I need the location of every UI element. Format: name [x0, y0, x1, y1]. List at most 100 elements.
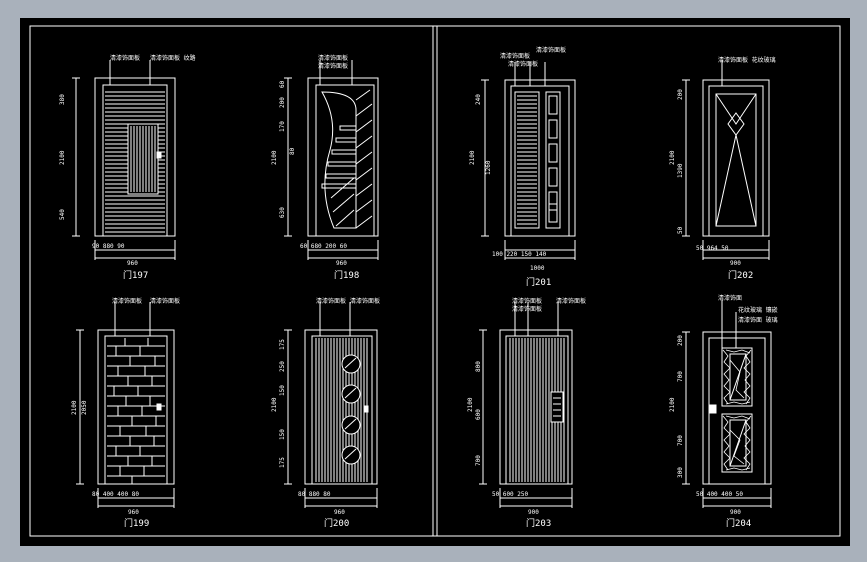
door-203-note-1: 清漆饰面板: [512, 297, 542, 305]
door-199-dim-bottom: 80 400 400 80: [92, 491, 139, 498]
door-202-note-1: 清漆饰面板 花纹玻璃: [718, 56, 776, 64]
door-201-note-2: 清漆饰面板: [536, 46, 566, 54]
door-198-text: 清漆饰面板 清漆饰面板 60 680 200 60 960 60 200 170…: [271, 54, 359, 281]
door-204-dim-left-4: 700: [677, 435, 684, 446]
door-200-note-1: 清漆饰面板: [316, 297, 346, 305]
door-198-elevation: [284, 60, 379, 260]
door-200-dim-total: 960: [334, 509, 345, 516]
door-200-dim-left-2: 250: [279, 361, 286, 372]
door-198-note-2: 清漆饰面板: [318, 62, 348, 70]
door-204-dim-bottom: 50 400 400 50: [696, 491, 743, 498]
door-199-note-2: 清漆饰面板: [150, 297, 180, 305]
door-199-dim-total: 960: [128, 509, 139, 516]
door-202-dim-left-3: 2100: [669, 150, 676, 165]
door-197-elevation: [72, 60, 176, 260]
door-201-dim-left-2: 1260: [485, 160, 492, 175]
door-197-note-1: 清漆饰面板: [110, 54, 140, 62]
door-198-dim-left-4: 80: [289, 147, 296, 155]
door-197-text: 清漆饰面板 清漆饰面板 纹路 90 880 90 960 380 2100 54…: [59, 54, 196, 281]
door-198-dim-left-2: 200: [279, 97, 286, 108]
door-197-label: 门197: [123, 269, 148, 281]
door-199-dim-left-1: 2100: [71, 400, 78, 415]
door-197-dim-left-1: 380: [59, 94, 66, 105]
door-204-label: 门204: [726, 517, 751, 529]
door-197-dim-left-3: 540: [59, 209, 66, 220]
door-203-dim-left-2: 2100: [467, 397, 474, 412]
door-204-dim-left-1: 200: [677, 335, 684, 346]
door-204-text: 清漆饰面 花纹玻璃 镶嵌 清漆饰面 玻璃 50 400 400 50 900 2…: [669, 294, 778, 529]
door-202-dim-total: 900: [730, 260, 741, 267]
door-203-label: 门203: [526, 517, 551, 529]
door-203-text: 清漆饰面板 清漆饰面板 清漆饰面板 50 600 250 900 800 210…: [467, 297, 586, 529]
door-204-dim-left-5: 300: [677, 467, 684, 478]
door-199-label: 门199: [124, 517, 149, 529]
door-201-elevation: [481, 62, 576, 260]
door-198-dim-left-3: 170: [279, 121, 286, 132]
door-203-elevation: [479, 302, 573, 508]
door-201-text: 清漆饰面板 清漆饰面板 清漆饰面板 100 220 150 140 1000 2…: [469, 46, 566, 288]
door-200-dim-left-3: 150: [279, 385, 286, 396]
door-197-dim-bottom: 90 880 90: [92, 243, 125, 250]
door-204-dim-left-2: 700: [677, 371, 684, 382]
door-202-label: 门202: [728, 269, 753, 281]
door-198-note-1: 清漆饰面板: [318, 54, 348, 62]
door-200-window-hatch: [344, 357, 357, 460]
door-198-hatch: [330, 89, 373, 229]
door-200-dim-left-1: 175: [279, 339, 286, 350]
door-197-note-2: 清漆饰面板 纹路: [150, 54, 196, 62]
door-200-dim-left-5: 150: [279, 429, 286, 440]
door-197-dim-left-2: 2100: [59, 150, 66, 165]
door-202-dim-left-2: 1390: [677, 163, 684, 178]
door-200-elevation: [284, 302, 378, 508]
door-203-note-2: 清漆饰面板: [512, 305, 542, 313]
drawing-border: [29, 25, 841, 537]
door-204-note-1: 清漆饰面: [718, 294, 742, 302]
door-198-dim-bottom: 60 680 200 60: [300, 243, 347, 250]
door-201-dim-total: 1000: [530, 265, 545, 272]
door-198-dim-left-5: 2100: [271, 150, 278, 165]
door-198-label: 门198: [334, 269, 359, 281]
door-200-note-2: 清漆饰面板: [350, 297, 380, 305]
door-201-dim-left-1: 240: [475, 94, 482, 105]
door-202-elevation: [682, 60, 770, 260]
door-197-vertical-slats: [130, 126, 156, 192]
model-space-background: [20, 18, 850, 546]
door-204-dim-total: 900: [730, 509, 741, 516]
door-204-note-3: 清漆饰面 玻璃: [738, 316, 778, 324]
door-200-label: 门200: [324, 517, 349, 529]
door-204-glass-mosaic: [722, 349, 752, 471]
door-201-note-3: 清漆饰面板: [508, 60, 538, 68]
door-204-dim-left-3: 2100: [669, 397, 676, 412]
door-201-label: 门201: [526, 276, 551, 288]
door-200-text: 清漆饰面板 清漆饰面板 80 880 80 960 175 250 150 21…: [271, 297, 380, 529]
door-203-dim-left-4: 700: [475, 455, 482, 466]
door-202-dim-left-1: 200: [677, 89, 684, 100]
door-202-text: 清漆饰面板 花纹玻璃 50 964 50 900 200 1390 2100 5…: [669, 56, 776, 281]
door-201-louvers: [517, 95, 537, 225]
door-203-vertical-grooves: [509, 338, 565, 482]
door-201-dim-bottom: 100 220 150 140: [492, 251, 547, 258]
door-202-dim-bottom: 50 964 50: [696, 245, 729, 252]
door-199-brick-pattern: [107, 338, 165, 484]
door-200-dim-left-4: 2100: [271, 397, 278, 412]
door-202-dim-left-4: 50: [677, 226, 684, 234]
door-203-dim-total: 900: [528, 509, 539, 516]
door-199-dim-left-2: 2050: [81, 400, 88, 415]
door-198-dim-total: 960: [336, 260, 347, 267]
door-197-dim-total: 960: [127, 260, 138, 267]
door-204-elevation: [682, 300, 772, 508]
door-201-note-1: 清漆饰面板: [500, 52, 530, 60]
door-199-text: 清漆饰面板 清漆饰面板 80 400 400 80 960 2100 2050 …: [71, 297, 180, 529]
door-199-elevation: [76, 302, 175, 508]
door-200-dim-left-6: 175: [279, 457, 286, 468]
door-204-note-2: 花纹玻璃 镶嵌: [738, 306, 778, 314]
door-203-dim-bottom: 50 600 250: [492, 491, 529, 498]
door-200-round-windows: [341, 354, 361, 465]
door-203-dim-left-1: 800: [475, 361, 482, 372]
door-203-dim-left-3: 600: [475, 409, 482, 420]
door-199-note-1: 清漆饰面板: [112, 297, 142, 305]
door-198-dim-left-6: 630: [279, 207, 286, 218]
door-203-note-3: 清漆饰面板: [556, 297, 586, 305]
door-198-dim-left-1: 60: [279, 80, 286, 88]
